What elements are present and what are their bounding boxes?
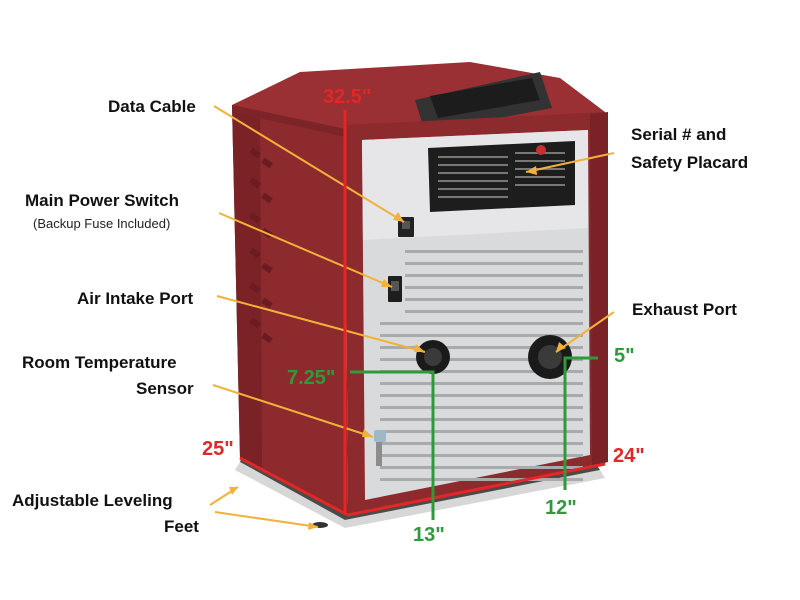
leader-power-switch xyxy=(218,212,393,288)
base-shadow xyxy=(235,462,605,528)
dim-line-intake xyxy=(350,370,435,520)
red-dimension-lines xyxy=(239,110,606,517)
dim-line-right-width xyxy=(347,462,606,517)
label-exhaust-port: Exhaust Port xyxy=(632,300,737,319)
dim-top-width: 32.5" xyxy=(323,86,372,108)
label-leveling-feet-line2: Feet xyxy=(164,517,199,536)
right-edge xyxy=(590,112,608,466)
room-temperature-sensor xyxy=(374,430,386,442)
left-side-shade xyxy=(232,105,262,470)
dim-right-width: 24" xyxy=(613,445,645,467)
green-dimension-lines xyxy=(350,356,598,520)
label-air-intake-port: Air Intake Port xyxy=(77,289,194,308)
top-handle-face xyxy=(430,78,540,118)
warning-symbol-icon xyxy=(536,145,546,155)
label-room-temperature-line2: Sensor xyxy=(136,379,194,398)
dim-intake-height: 7.25" xyxy=(287,367,336,389)
label-main-power-switch: Main Power Switch xyxy=(25,191,179,210)
dim-exhaust-offset: 5" xyxy=(614,345,635,367)
dim-exhaust-floor: 12" xyxy=(545,497,577,519)
label-backup-fuse: (Backup Fuse Included) xyxy=(33,216,171,231)
back-vent-grille xyxy=(380,250,583,481)
leader-foot-2 xyxy=(214,511,319,528)
label-serial-line2: Safety Placard xyxy=(631,153,749,172)
label-serial-line1: Serial # and xyxy=(631,125,727,144)
serial-placard xyxy=(428,141,575,212)
leader-data-cable xyxy=(213,105,405,223)
leader-air-intake xyxy=(216,295,426,353)
leader-arrowheads xyxy=(229,166,566,530)
side-vent-pattern xyxy=(249,147,273,344)
label-leveling-feet-line1: Adjustable Leveling xyxy=(12,491,173,510)
leader-serial xyxy=(525,152,615,173)
dim-line-exhaust xyxy=(563,356,598,490)
leader-lines xyxy=(209,105,615,528)
dim-line-left-depth xyxy=(239,456,349,517)
dim-left-depth: 25" xyxy=(202,438,234,460)
dim-intake-floor: 13" xyxy=(413,524,445,546)
leader-exhaust xyxy=(555,311,615,353)
label-data-cable: Data Cable xyxy=(108,97,196,116)
label-room-temperature-line1: Room Temperature xyxy=(22,353,177,372)
